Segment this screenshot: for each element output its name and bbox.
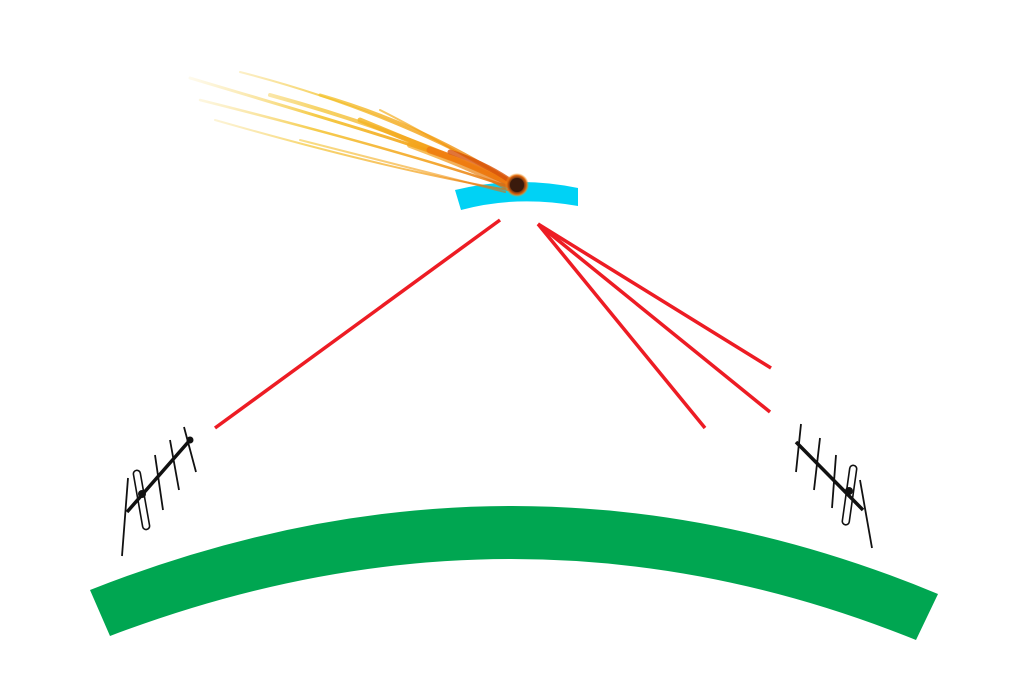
reflected-radio-path	[536, 222, 707, 430]
meteor-core	[510, 178, 524, 192]
incident-radio-path	[213, 218, 502, 430]
reflected-radio-path	[536, 222, 772, 414]
receiver-antenna	[794, 423, 873, 549]
earth-surface	[90, 505, 938, 640]
meteor-tail	[188, 71, 517, 193]
transmitter-antenna	[121, 426, 197, 557]
reflected-radio-path	[537, 222, 772, 370]
meteor-tail-glow	[426, 146, 519, 189]
reflected-radio-paths	[536, 222, 772, 430]
